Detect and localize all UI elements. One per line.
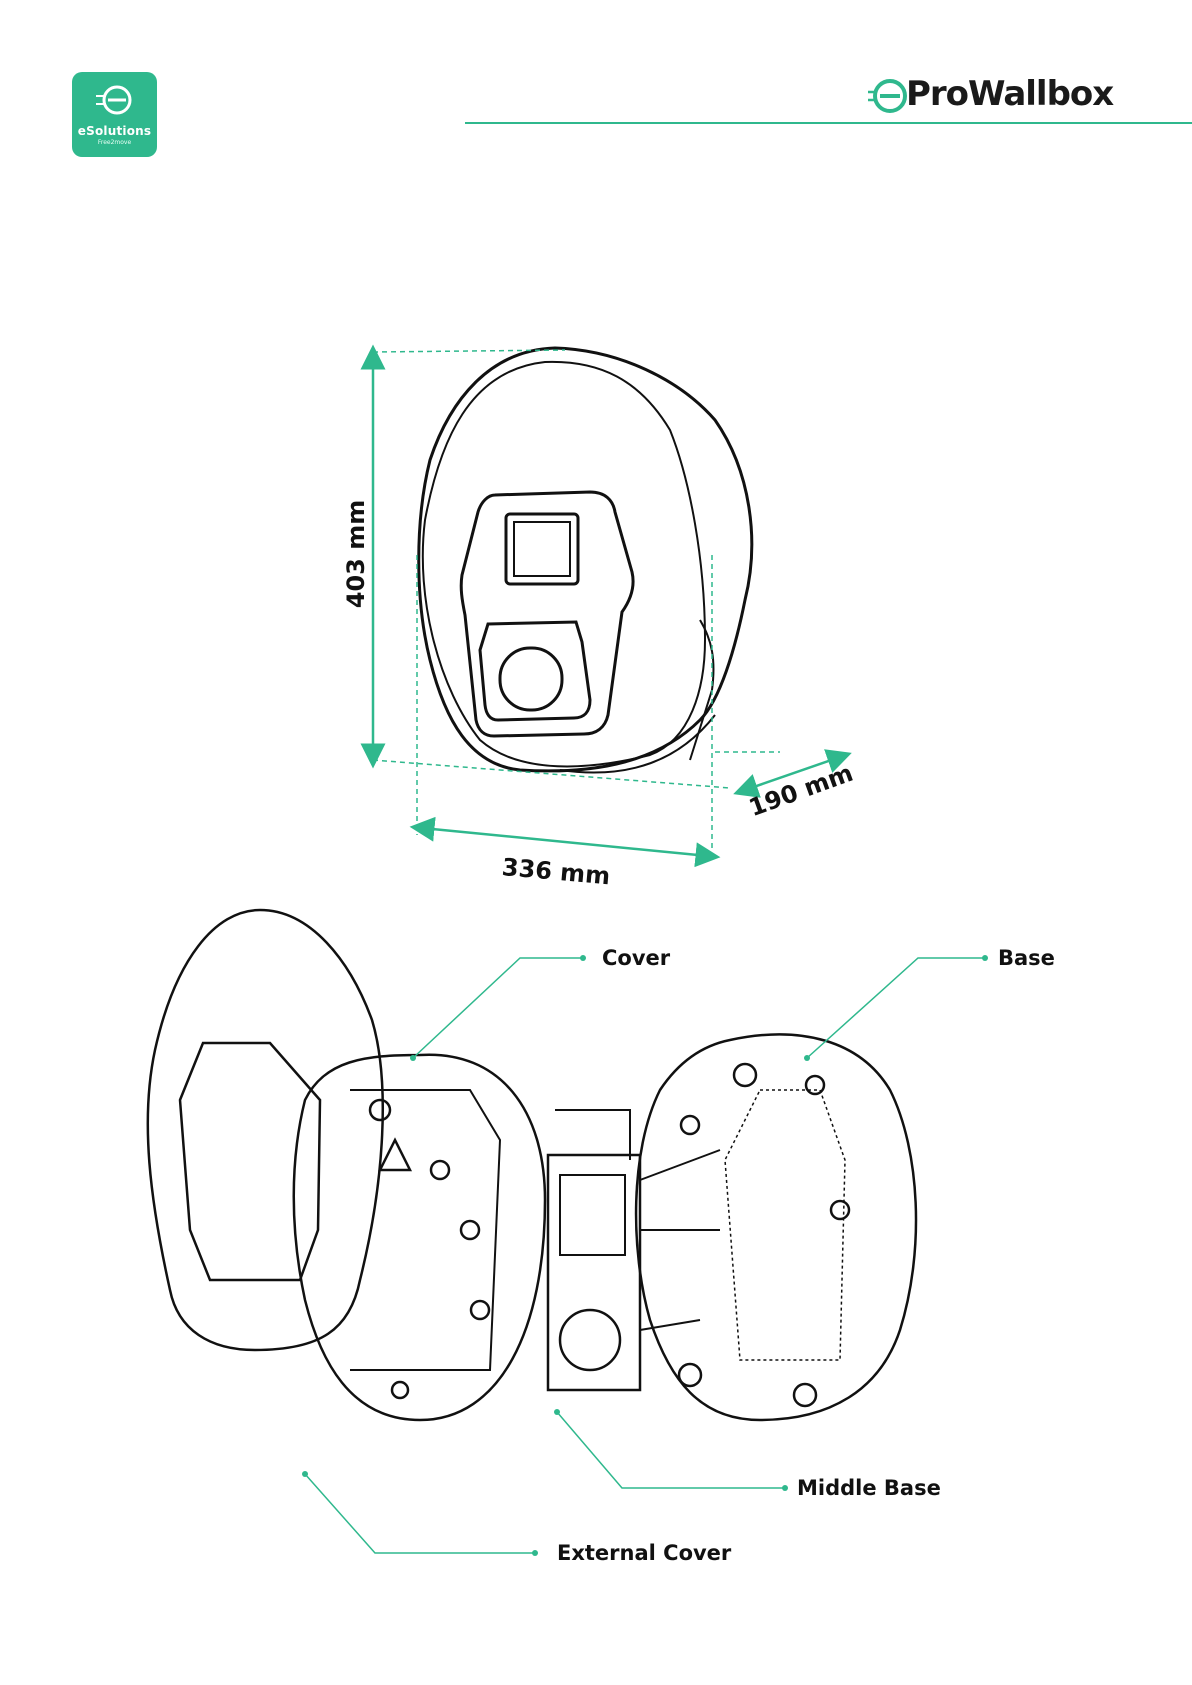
height-label: 403 mm [342, 500, 370, 608]
base-label: Base [998, 946, 1055, 970]
cover [294, 1055, 545, 1420]
external-cover-label: External Cover [557, 1541, 731, 1565]
cover-label: Cover [602, 946, 670, 970]
middle-base-label: Middle Base [797, 1476, 941, 1500]
exploded-view [148, 910, 916, 1420]
wallbox-device-front [419, 348, 752, 773]
width-dimension-line [422, 828, 708, 856]
middle-base [548, 1155, 640, 1390]
callout-leaders [305, 958, 985, 1553]
base [636, 1034, 916, 1420]
